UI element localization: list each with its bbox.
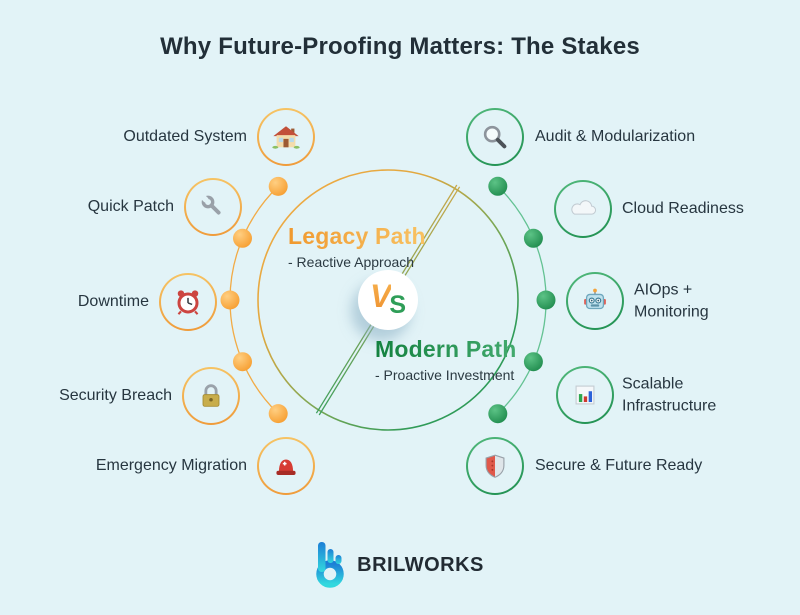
quick-patch-icon-circle [184,178,242,236]
item-label-quick-patch: Quick Patch [87,198,174,216]
item-label-scalable-infrastructure: Scalable Infrastructure [622,375,717,414]
cloud-icon [571,200,597,215]
item-label-secure-future-ready: Secure & Future Ready [535,457,703,475]
modern-path-block: Modern Path - Proactive Investment [375,336,517,384]
page-title: Why Future-Proofing Matters: The Stakes [160,33,640,60]
legacy-dots [220,176,288,424]
downtime-icon-circle [159,273,217,331]
vs-letter-s: S [389,290,407,319]
modern-dots [488,176,556,424]
legacy-path-block: Legacy Path - Reactive Approach [288,223,426,271]
footer-brand: BRILWORKS [0,540,800,590]
bar-chart-icon [575,385,595,405]
shield-icon [485,454,505,478]
item-label-cloud-readiness: Cloud Readiness [622,200,744,218]
legacy-path-title: Legacy Path [288,223,426,249]
outdated-system-icon-circle [257,108,315,166]
brilworks-logo-icon [316,542,344,588]
alarm-clock-icon [177,290,199,315]
audit-modularization-icon-circle [466,108,524,166]
padlock-icon [202,384,220,407]
item-label-outdated-system: Outdated System [123,128,247,146]
scalable-infrastructure-icon-circle [556,366,614,424]
legacy-path-subtitle: - Reactive Approach [288,254,415,271]
item-label-aiops-monitoring: AIOps + Monitoring [634,281,709,320]
house-icon [272,126,300,149]
paths-circle-diagram [220,169,556,431]
cloud-readiness-icon-circle [554,180,612,238]
item-label-emergency-migration: Emergency Migration [95,457,247,475]
modern-path-title: Modern Path [375,336,517,362]
vs-letter-v: V [369,277,392,314]
aiops-monitoring-icon-circle [566,272,624,330]
secure-future-ready-icon-circle [466,437,524,495]
brand-name: BRILWORKS [357,553,484,576]
item-label-audit-modularization: Audit & Modularization [535,128,696,146]
robot-icon [584,288,606,310]
item-label-downtime: Downtime [77,293,149,311]
emergency-migration-icon-circle [257,437,315,495]
item-label-security-breach: Security Breach [59,387,172,405]
siren-icon [276,459,296,475]
main-circle [257,169,519,431]
vs-badge: V S [358,270,418,330]
magnifier-icon [483,125,507,149]
modern-path-subtitle: - Proactive Investment [375,367,515,384]
wrench-icon [201,195,221,215]
security-breach-icon-circle [182,367,240,425]
